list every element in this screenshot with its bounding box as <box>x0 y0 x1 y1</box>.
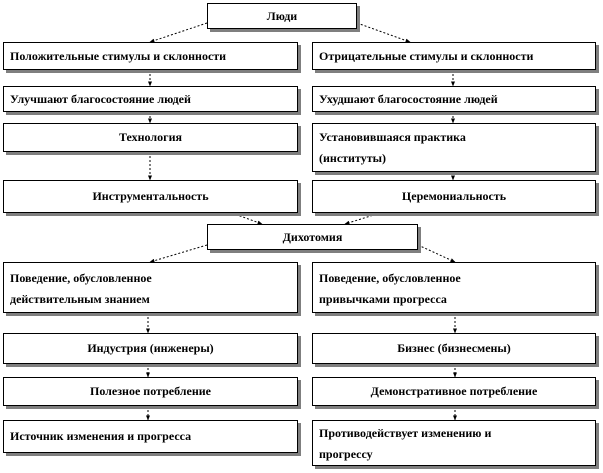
left-box-useful-consumption: Полезное потребление <box>3 377 298 406</box>
right-box-ceremonialism: Церемониальность <box>312 180 596 213</box>
arrow-dichotomy-to-right <box>417 244 456 263</box>
left-box-industry: Индустрия (инженеры) <box>3 333 298 364</box>
left-box-source-of-change-text: Источник изменения и прогресса <box>10 429 192 443</box>
right-box-conspicuous-consumption-text: Демонстративное потребление <box>370 384 538 398</box>
left-box-technology: Технология <box>3 123 298 152</box>
arrow-right-to-dichotomy <box>344 212 381 225</box>
right-box-business: Бизнес (бизнесмены) <box>312 333 596 364</box>
left-box-positive-stimuli-text: Положительные стимулы и склонности <box>10 49 227 63</box>
right-box-established-practice-line1: Установившаяся практика <box>319 130 466 144</box>
left-box-positive-stimuli: Положительные стимулы и склонности <box>3 42 298 70</box>
left-box-behavior-knowledge-line2: действительным знанием <box>10 292 150 306</box>
left-box-source-of-change: Источник изменения и прогресса <box>3 420 298 453</box>
root-box: Люди <box>207 3 357 29</box>
right-box-opposes-change-line1: Противодействует изменению и <box>319 426 492 440</box>
left-box-instrumentality: Инструментальность <box>3 180 298 213</box>
right-box-negative-stimuli: Отрицательные стимулы и склонности <box>312 42 596 70</box>
right-box-established-practice: Установившаяся практика (институты) <box>312 123 596 172</box>
right-box-worsen-welfare: Ухудшают благосостояние людей <box>312 86 596 112</box>
right-box-ceremonialism-text: Церемониальность <box>401 189 507 203</box>
right-box-opposes-change-line2: прогрессу <box>319 447 373 461</box>
left-box-technology-text: Технология <box>119 130 182 144</box>
arrow-root-to-left <box>149 22 208 43</box>
right-box-conspicuous-consumption: Демонстративное потребление <box>312 377 596 406</box>
right-box-behavior-habits-line1: Поведение, обусловленное <box>319 271 461 285</box>
arrow-root-to-right <box>356 22 411 43</box>
left-box-improve-welfare: Улучшают благосостояние людей <box>3 86 298 112</box>
right-box-business-text: Бизнес (бизнесмены) <box>397 341 511 355</box>
right-box-behavior-habits-line2: привычками прогресса <box>319 292 447 306</box>
left-box-useful-consumption-text: Полезное потребление <box>89 384 211 398</box>
right-box-worsen-welfare-text: Ухудшают благосостояние людей <box>319 92 498 106</box>
arrow-dichotomy-to-left <box>149 244 208 263</box>
right-box-established-practice-line2: (институты) <box>319 151 386 165</box>
dichotomy-box: Дихотомия <box>207 224 418 250</box>
left-box-improve-welfare-text: Улучшают благосостояние людей <box>10 92 191 106</box>
right-box-behavior-habits: Поведение, обусловленное привычками прог… <box>312 262 596 313</box>
root-label: Люди <box>266 9 298 23</box>
dichotomy-label: Дихотомия <box>282 230 343 244</box>
left-box-industry-text: Индустрия (инженеры) <box>87 341 214 355</box>
left-box-behavior-knowledge: Поведение, обусловленное действительным … <box>3 262 298 313</box>
left-box-behavior-knowledge-line1: Поведение, обусловленное <box>10 271 152 285</box>
right-box-opposes-change: Противодействует изменению и прогрессу <box>312 420 596 466</box>
left-box-instrumentality-text: Инструментальность <box>92 189 209 203</box>
arrow-left-to-dichotomy <box>231 212 263 225</box>
right-box-negative-stimuli-text: Отрицательные стимулы и склонности <box>319 49 534 63</box>
